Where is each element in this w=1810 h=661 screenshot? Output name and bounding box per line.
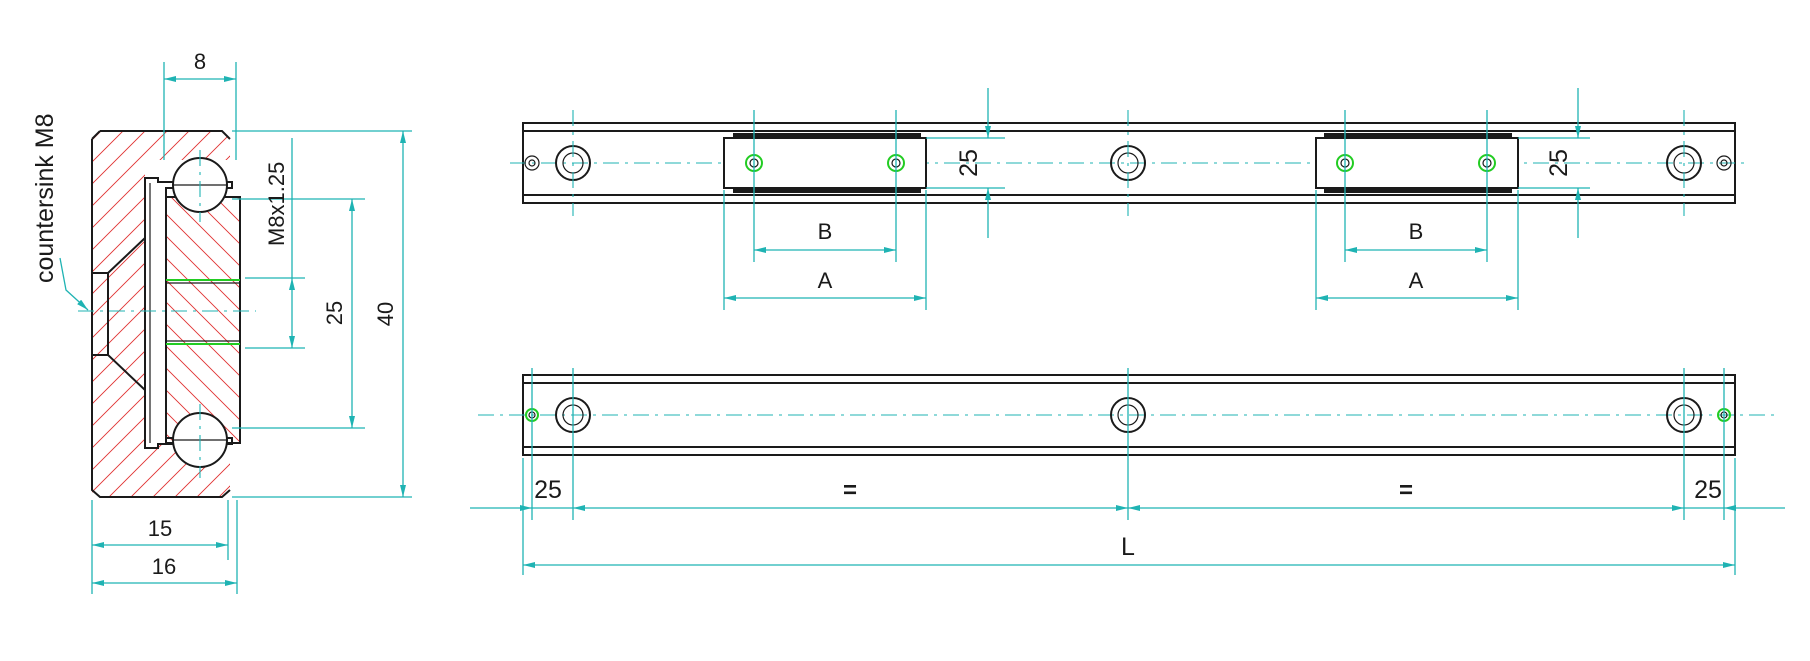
thread-bands	[166, 279, 240, 345]
carriage-plate	[144, 177, 233, 449]
slider-right-b-label: B	[1409, 219, 1424, 244]
rail-profile-left	[91, 130, 231, 498]
dim-15-label: 15	[148, 516, 172, 541]
dim-16-label: 16	[152, 554, 176, 579]
equal-left-label: =	[843, 477, 857, 504]
slider-right	[1315, 133, 1519, 193]
dim-25-label: 25	[322, 301, 347, 325]
slider-left	[723, 133, 927, 193]
length-label: L	[1121, 533, 1135, 561]
top-view: B A B A 25 25	[510, 88, 1745, 310]
end-right-label: 25	[1694, 476, 1722, 504]
slider-right-height-label: 25	[1545, 149, 1573, 177]
countersink-bore	[92, 237, 146, 391]
thread-label: M8x1.25	[264, 162, 289, 246]
dim-40-label: 40	[373, 302, 398, 326]
slider-left-a-label: A	[818, 268, 833, 293]
equal-right-label: =	[1399, 477, 1413, 504]
countersink-label: countersink M8	[31, 113, 59, 283]
slider-left-height-label: 25	[955, 149, 983, 177]
bottom-view: 25 = = 25 L	[470, 368, 1785, 575]
slider-hatch	[166, 197, 240, 443]
slider-left-b-label: B	[818, 219, 833, 244]
dim-8-label: 8	[194, 49, 206, 74]
end-left-label: 25	[534, 476, 562, 504]
slider-right-a-label: A	[1409, 268, 1424, 293]
slider-block	[165, 196, 241, 444]
